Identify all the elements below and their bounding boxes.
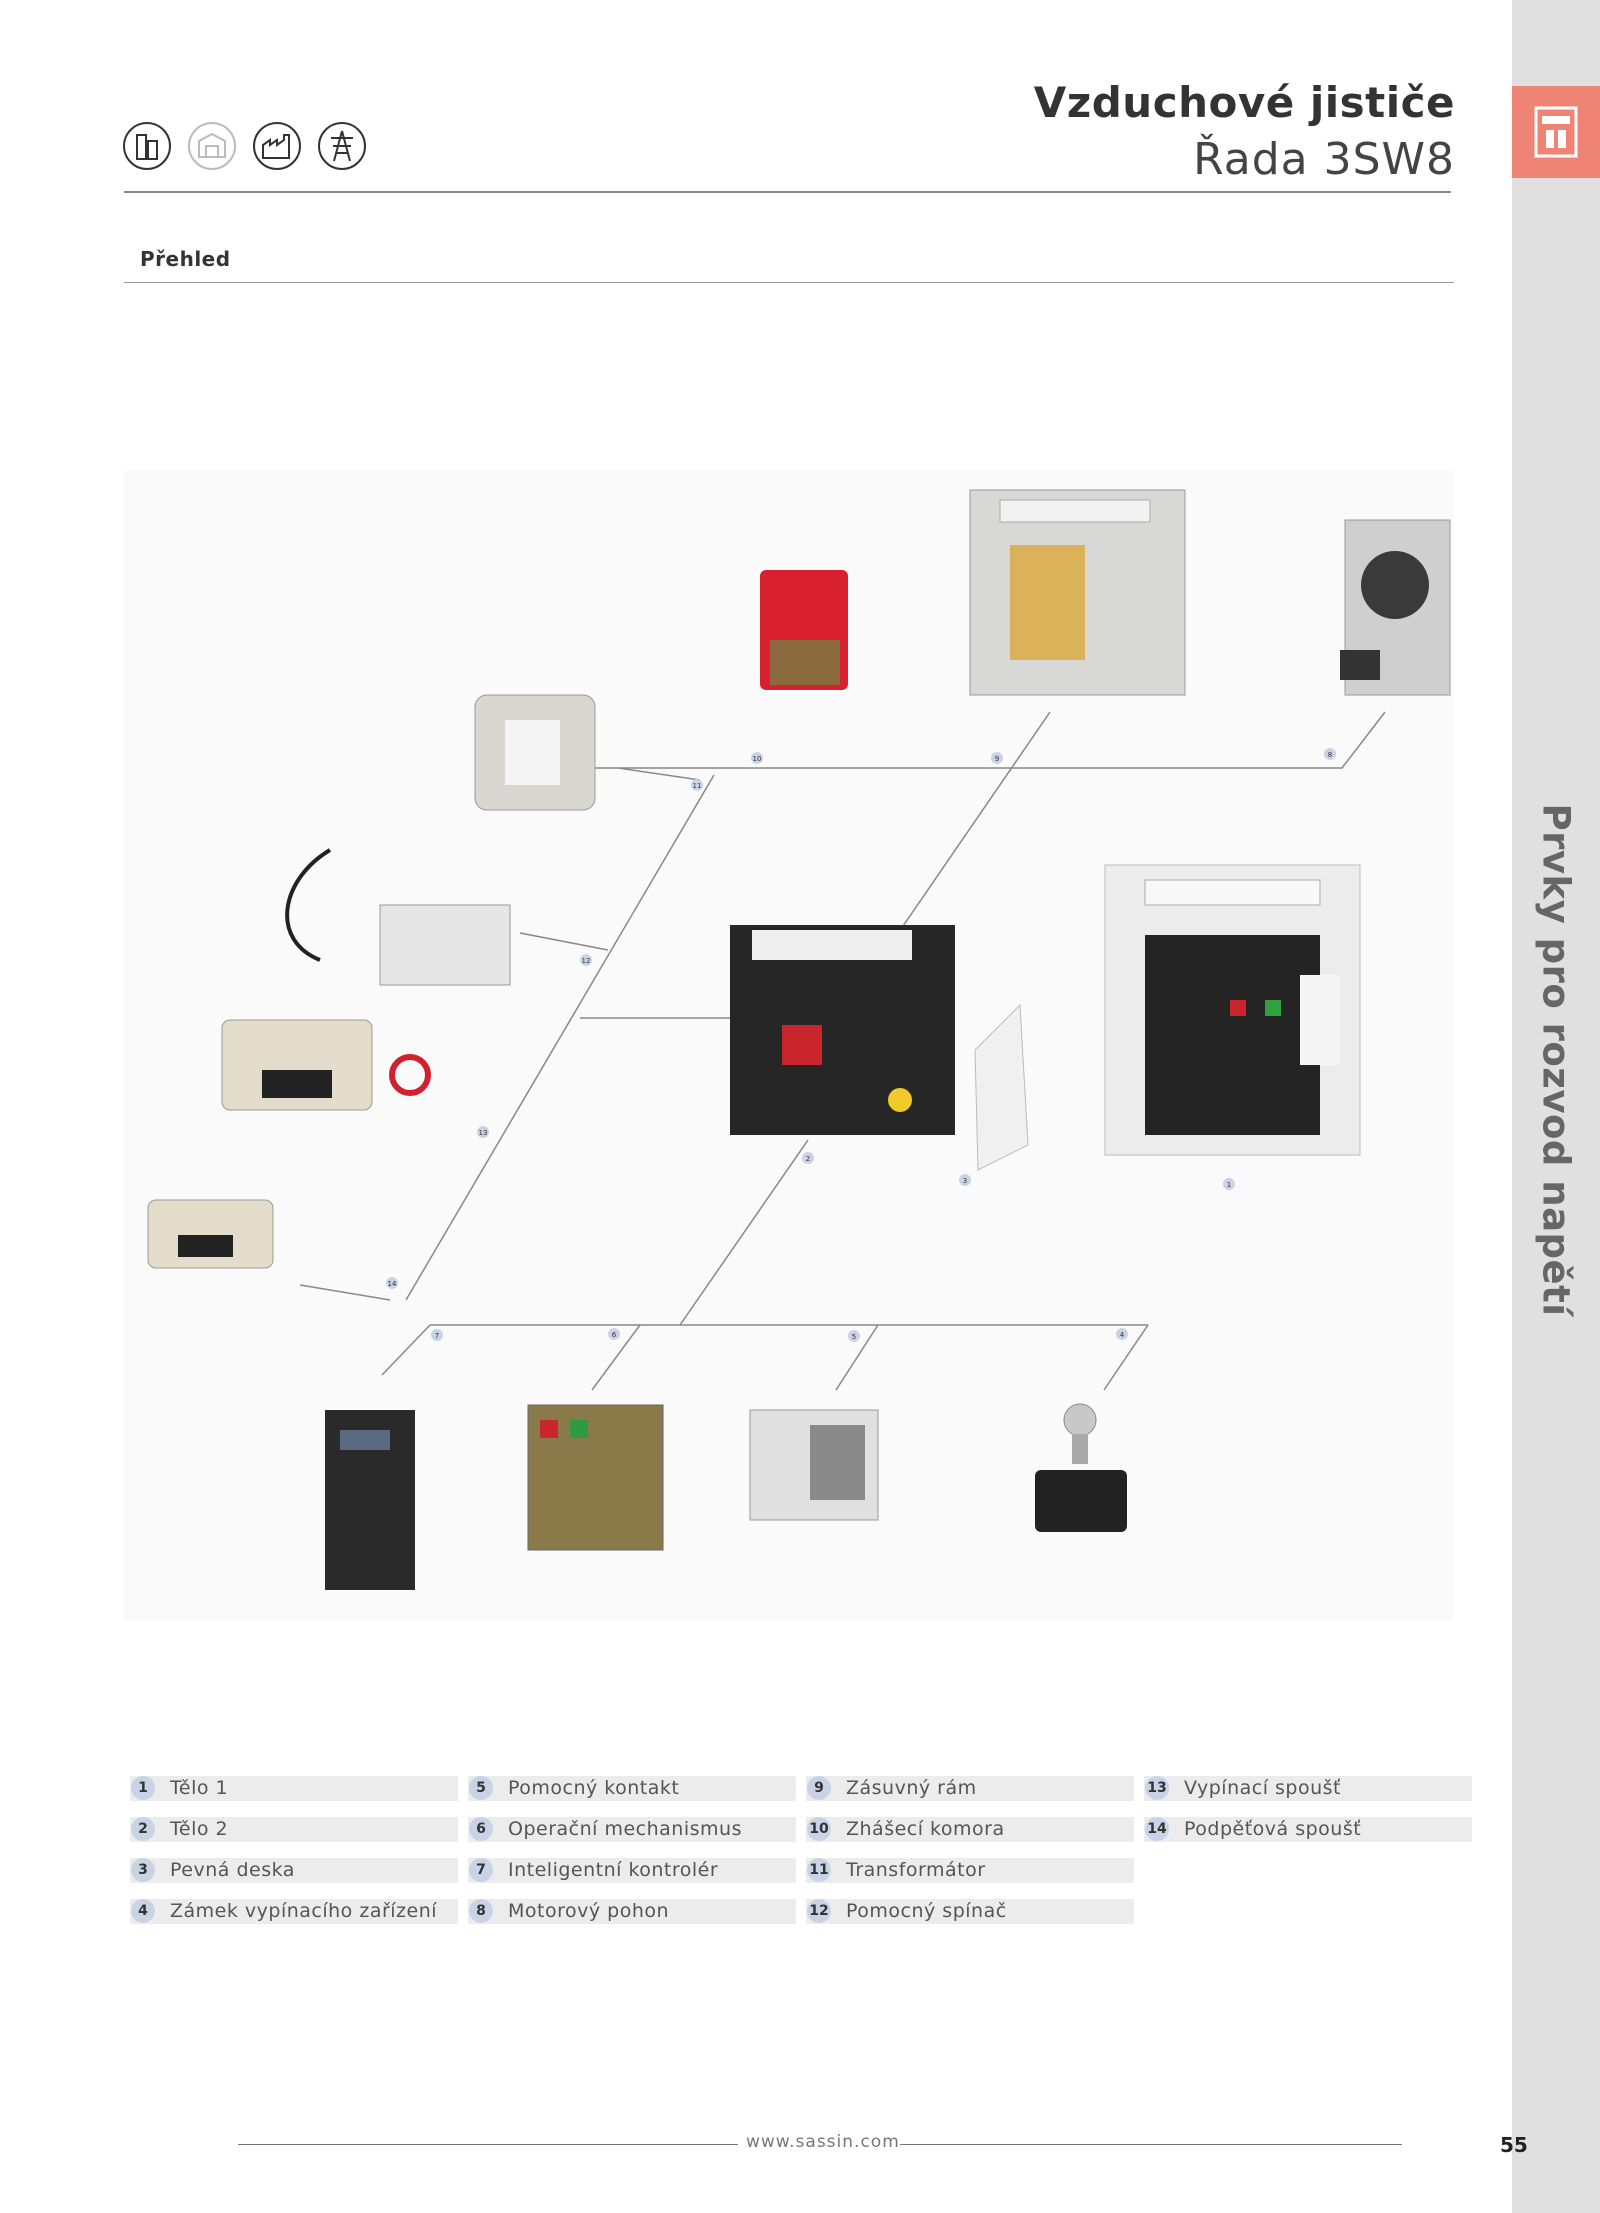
- footer-rule-right: [900, 2144, 1402, 2145]
- sidebar-tab: [1512, 86, 1600, 178]
- shunt-release: [221, 1019, 431, 1111]
- callout-1: 1: [1227, 1181, 1231, 1189]
- page-number: 55: [1500, 2133, 1528, 2157]
- drawout-frame: [969, 489, 1186, 696]
- legend-item: 4 Zámek vypínacího zařízení: [130, 1899, 458, 1924]
- transformer: [474, 694, 596, 811]
- page-title: Vzduchové jističe: [1033, 78, 1455, 127]
- legend-item: 1 Tělo 1: [130, 1776, 458, 1801]
- callout-3: 3: [963, 1177, 967, 1185]
- legend-item: 9 Zásuvný rám: [806, 1776, 1134, 1801]
- legend-item: 7 Inteligentní kontrolér: [468, 1858, 796, 1883]
- callout-9: 9: [995, 755, 999, 763]
- breaker-icon: [1534, 106, 1578, 158]
- legend-item: 2 Tělo 2: [130, 1817, 458, 1842]
- legend-item: 10 Zhášecí komora: [806, 1817, 1134, 1842]
- undervoltage-release: [147, 1199, 274, 1269]
- legend-item: 8 Motorový pohon: [468, 1899, 796, 1924]
- auxiliary-switch: [285, 848, 511, 986]
- callout-6: 6: [612, 1331, 617, 1339]
- callout-7: 7: [435, 1332, 439, 1340]
- lock-device: [1035, 1403, 1127, 1532]
- footer-url[interactable]: www.sassin.com: [746, 2132, 900, 2152]
- section-title: Přehled: [140, 247, 231, 271]
- callout-14: 14: [388, 1280, 397, 1288]
- legend-item: 6 Operační mechanismus: [468, 1817, 796, 1842]
- factory-icon: [253, 122, 302, 170]
- callout-8: 8: [1328, 751, 1332, 759]
- callout-11: 11: [693, 782, 702, 790]
- legend-item: 5 Pomocný kontakt: [468, 1776, 796, 1801]
- breaker-body-1: [1104, 864, 1361, 1156]
- legend-item: 12 Pomocný spínač: [806, 1899, 1134, 1924]
- breaker-body-2: [730, 925, 955, 1135]
- sidebar-strip: [1512, 0, 1600, 2213]
- legend-item: 3 Pevná deska: [130, 1858, 458, 1883]
- category-icons: [122, 121, 377, 175]
- callout-10: 10: [753, 755, 762, 763]
- arc-chute: [760, 570, 848, 690]
- operating-mechanism: [527, 1404, 664, 1551]
- header-divider: [124, 191, 1451, 193]
- callout-13: 13: [479, 1129, 488, 1137]
- legend-item: 13 Vypínací spoušť: [1144, 1776, 1472, 1801]
- callout-12: 12: [582, 957, 591, 965]
- exploded-diagram: 10 9 8 11 12 13 14 2 3 1 7 6 5 4: [147, 489, 1451, 1590]
- warehouse-icon: [188, 122, 237, 170]
- legend-item: 14 Podpěťová spoušť: [1144, 1817, 1472, 1842]
- callout-5: 5: [852, 1333, 856, 1341]
- section-divider: [124, 282, 1454, 283]
- footer-rule-left: [238, 2144, 738, 2145]
- power-tower-icon: [318, 122, 367, 170]
- fixed-plate: [974, 1003, 1029, 1171]
- intelligent-controller: [325, 1410, 415, 1590]
- page-subtitle: Řada 3SW8: [1193, 134, 1455, 185]
- callout-4: 4: [1120, 1331, 1125, 1339]
- building-icon: [123, 122, 171, 170]
- auxiliary-contact: [749, 1409, 879, 1521]
- motor-drive: [1340, 519, 1451, 696]
- legend-item: 11 Transformátor: [806, 1858, 1134, 1883]
- callout-2: 2: [806, 1155, 810, 1163]
